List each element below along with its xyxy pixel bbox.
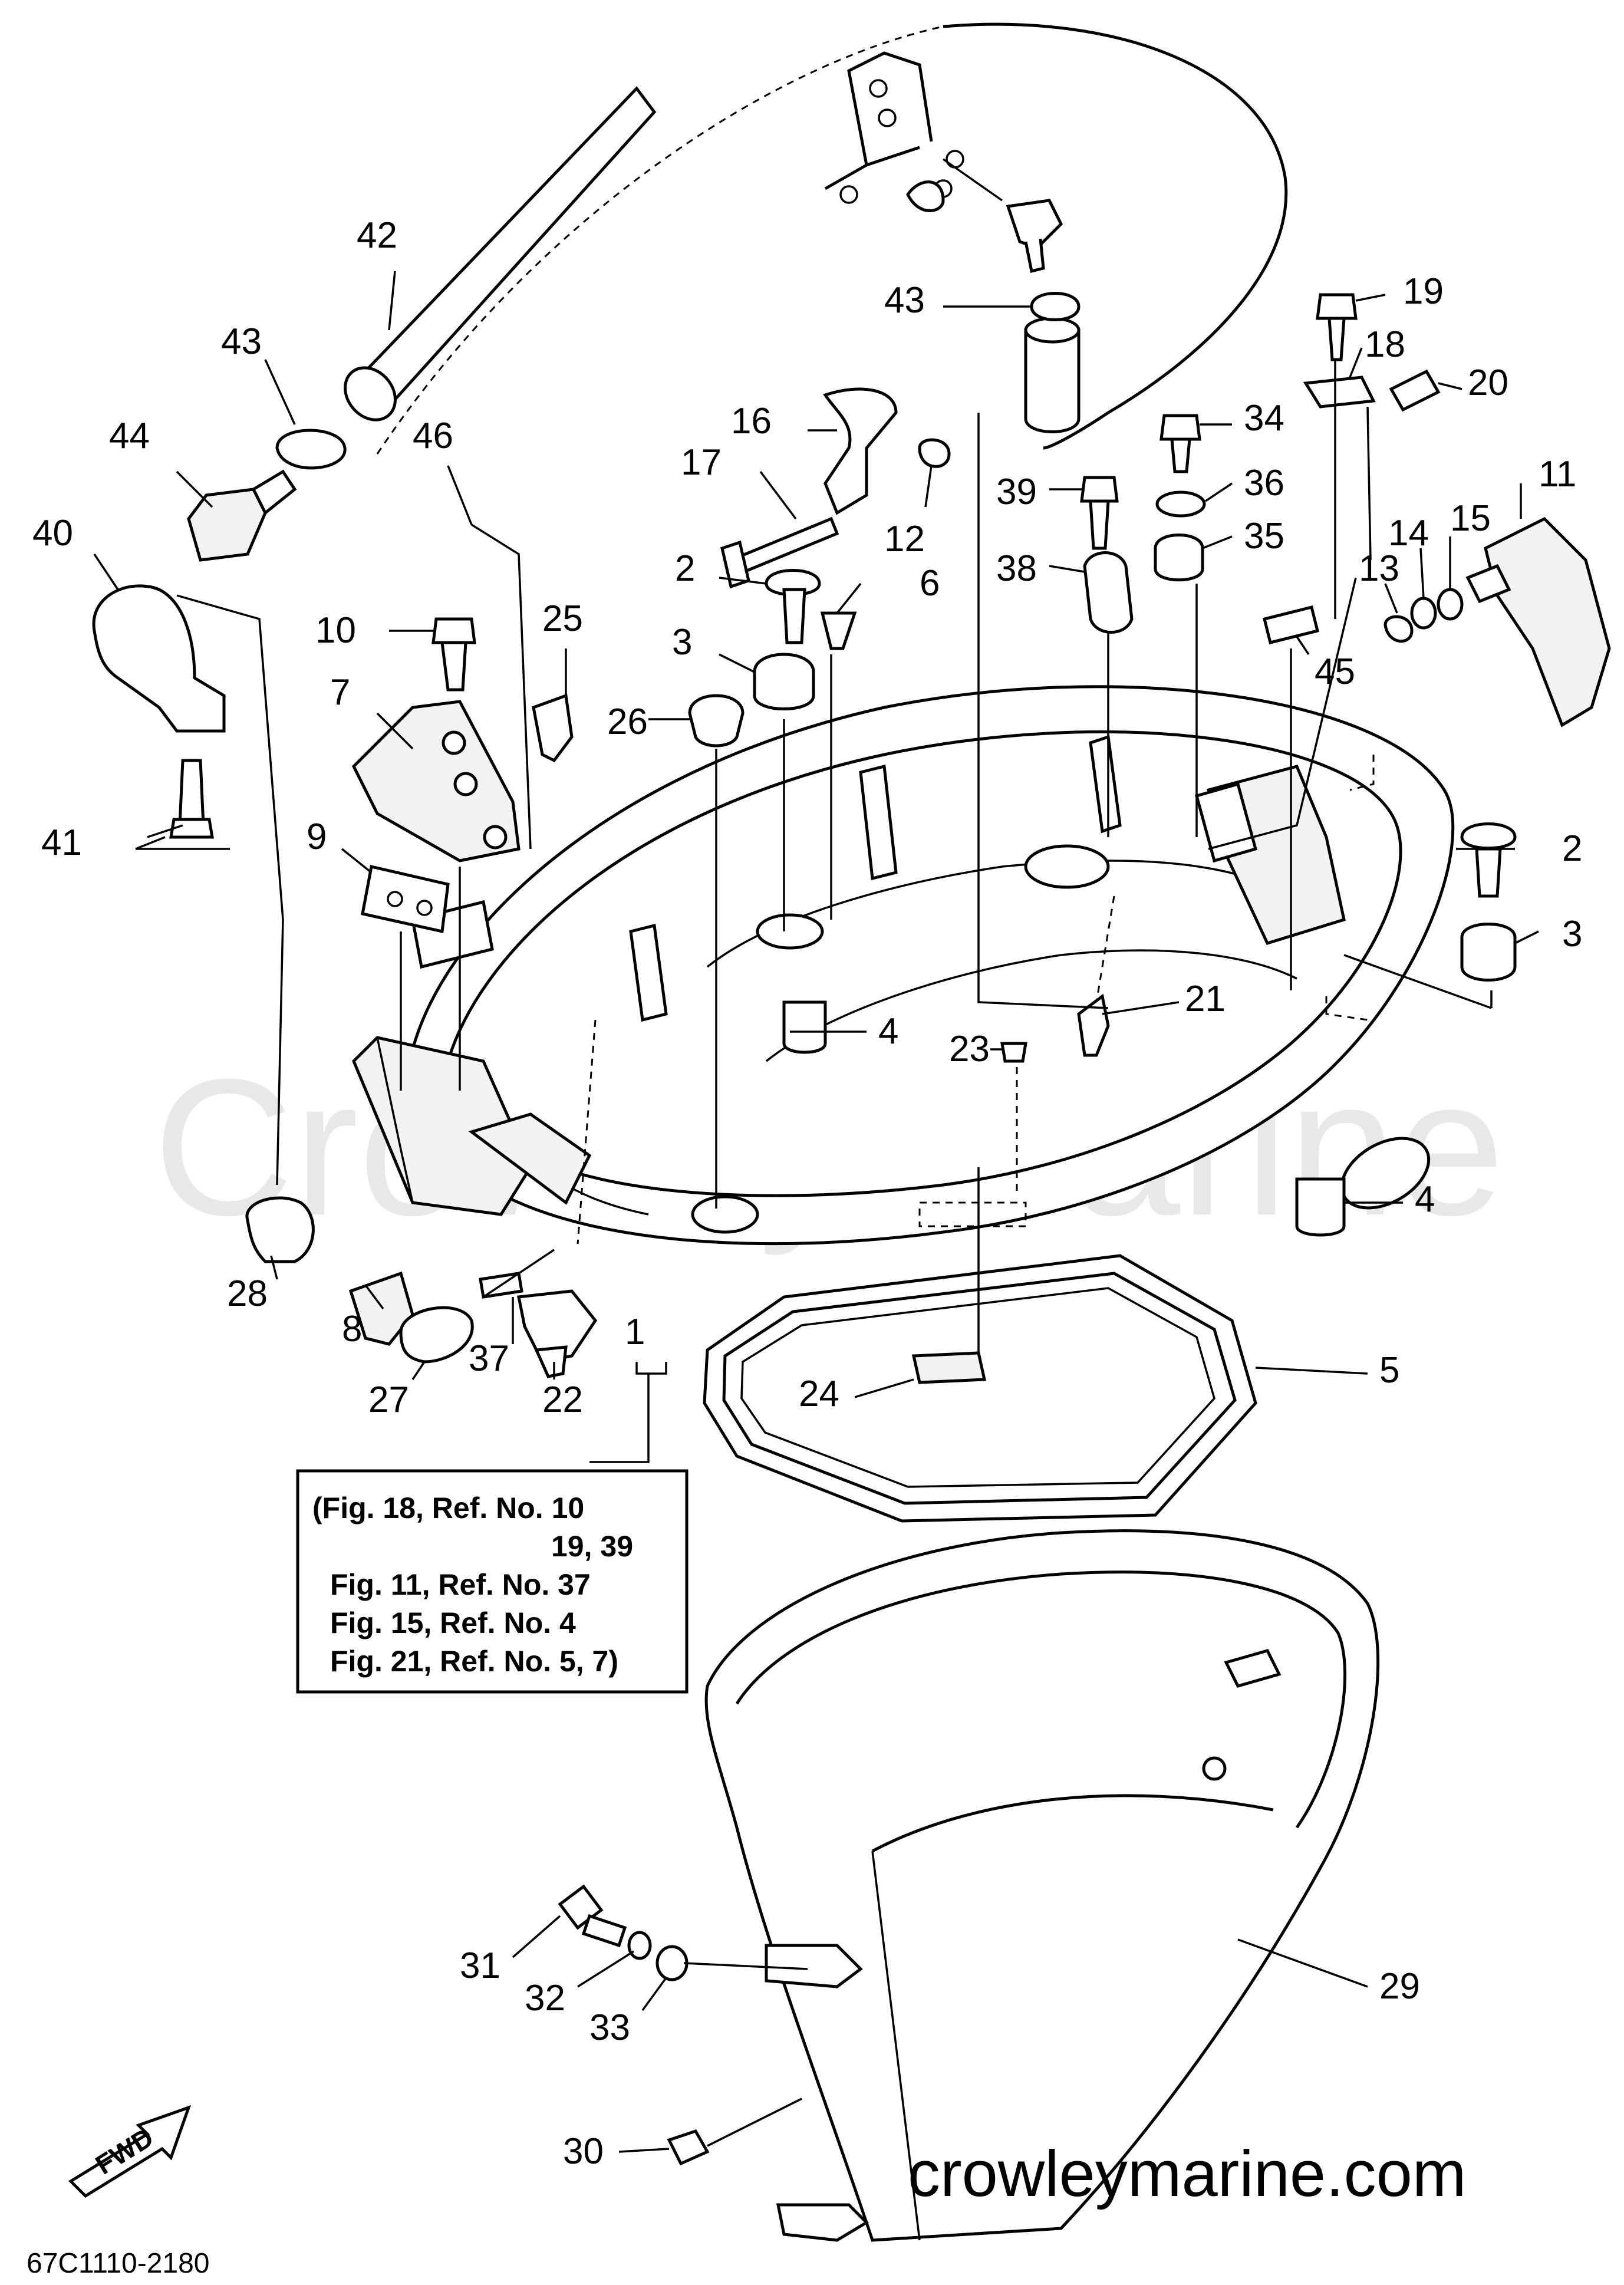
callout-38: 38 <box>996 548 1037 589</box>
callout-6: 6 <box>920 563 940 604</box>
reference-line-5: Fig. 21, Ref. No. 5, 7) <box>330 1645 618 1678</box>
callout-44: 44 <box>109 416 150 456</box>
callout-45: 45 <box>1315 651 1355 692</box>
diagram-code: 67C1110-2180 <box>27 2248 209 2279</box>
callout-16: 16 <box>731 401 772 442</box>
callout-17: 17 <box>681 442 722 483</box>
callout-15: 15 <box>1450 498 1491 539</box>
callout-37: 37 <box>469 1338 509 1379</box>
top-cowling-outline <box>344 22 1288 455</box>
callout-32: 32 <box>525 1978 565 2019</box>
reference-line-4: Fig. 15, Ref. No. 4 <box>330 1606 576 1639</box>
rubber-seal <box>703 1254 1257 1523</box>
small-parts <box>92 292 1611 2166</box>
callout-34: 34 <box>1244 398 1284 439</box>
callout-46: 46 <box>413 416 453 456</box>
callout-31: 31 <box>460 1945 500 1986</box>
callout-labels: 42 43 44 40 46 10 7 25 9 41 28 8 27 37 2… <box>32 215 1582 2172</box>
callout-22: 22 <box>542 1379 583 1420</box>
callout-1: 1 <box>625 1312 645 1352</box>
callout-10: 10 <box>315 610 356 651</box>
callout-4-right: 4 <box>1415 1179 1435 1220</box>
callout-43: 43 <box>221 321 262 362</box>
callout-13: 13 <box>1359 548 1399 589</box>
apron <box>704 1529 1380 2242</box>
callout-41: 41 <box>41 822 82 863</box>
callout-5: 5 <box>1379 1350 1399 1391</box>
callout-25: 25 <box>542 598 583 639</box>
reference-line-1: (Fig. 18, Ref. No. 10 <box>312 1491 584 1525</box>
callout-14: 14 <box>1388 513 1429 554</box>
callout-12: 12 <box>884 519 925 559</box>
bottom-cowling <box>352 685 1455 1246</box>
leader-lines <box>93 271 1539 2153</box>
callout-19: 19 <box>1403 271 1444 312</box>
callout-4: 4 <box>878 1011 898 1052</box>
callout-35: 35 <box>1244 516 1284 557</box>
callout-24: 24 <box>799 1374 839 1414</box>
callout-40: 40 <box>32 513 73 554</box>
callout-29: 29 <box>1379 1966 1420 2007</box>
callout-30: 30 <box>563 2131 604 2172</box>
callout-20: 20 <box>1468 363 1508 403</box>
callout-23: 23 <box>949 1029 990 1069</box>
callout-8: 8 <box>342 1309 362 1349</box>
callout-26: 26 <box>607 702 648 742</box>
forward-arrow: FWD <box>68 2105 192 2198</box>
callout-7: 7 <box>330 672 350 713</box>
reference-line-2: 19, 39 <box>551 1530 633 1563</box>
callout-21: 21 <box>1185 979 1226 1019</box>
callout-28: 28 <box>227 1273 268 1314</box>
callout-27: 27 <box>368 1379 409 1420</box>
callout-36: 36 <box>1244 463 1284 503</box>
callout-42: 42 <box>357 215 397 256</box>
callout-2: 2 <box>675 548 695 589</box>
reference-box: (Fig. 18, Ref. No. 10 19, 39 Fig. 11, Re… <box>296 1469 689 1694</box>
callout-3-right: 3 <box>1562 914 1582 954</box>
callout-2-right: 2 <box>1562 828 1582 869</box>
callout-33: 33 <box>589 2007 630 2048</box>
callout-39: 39 <box>996 472 1037 512</box>
callout-9: 9 <box>307 816 327 857</box>
callout-43-right: 43 <box>884 280 925 321</box>
website-watermark: crowleymarine.com <box>908 2138 1466 2210</box>
callout-11: 11 <box>1539 454 1576 495</box>
callout-18: 18 <box>1365 324 1405 365</box>
callout-3: 3 <box>672 622 692 663</box>
reference-line-3: Fig. 11, Ref. No. 37 <box>330 1568 591 1601</box>
dashed-guides <box>577 755 1375 1244</box>
